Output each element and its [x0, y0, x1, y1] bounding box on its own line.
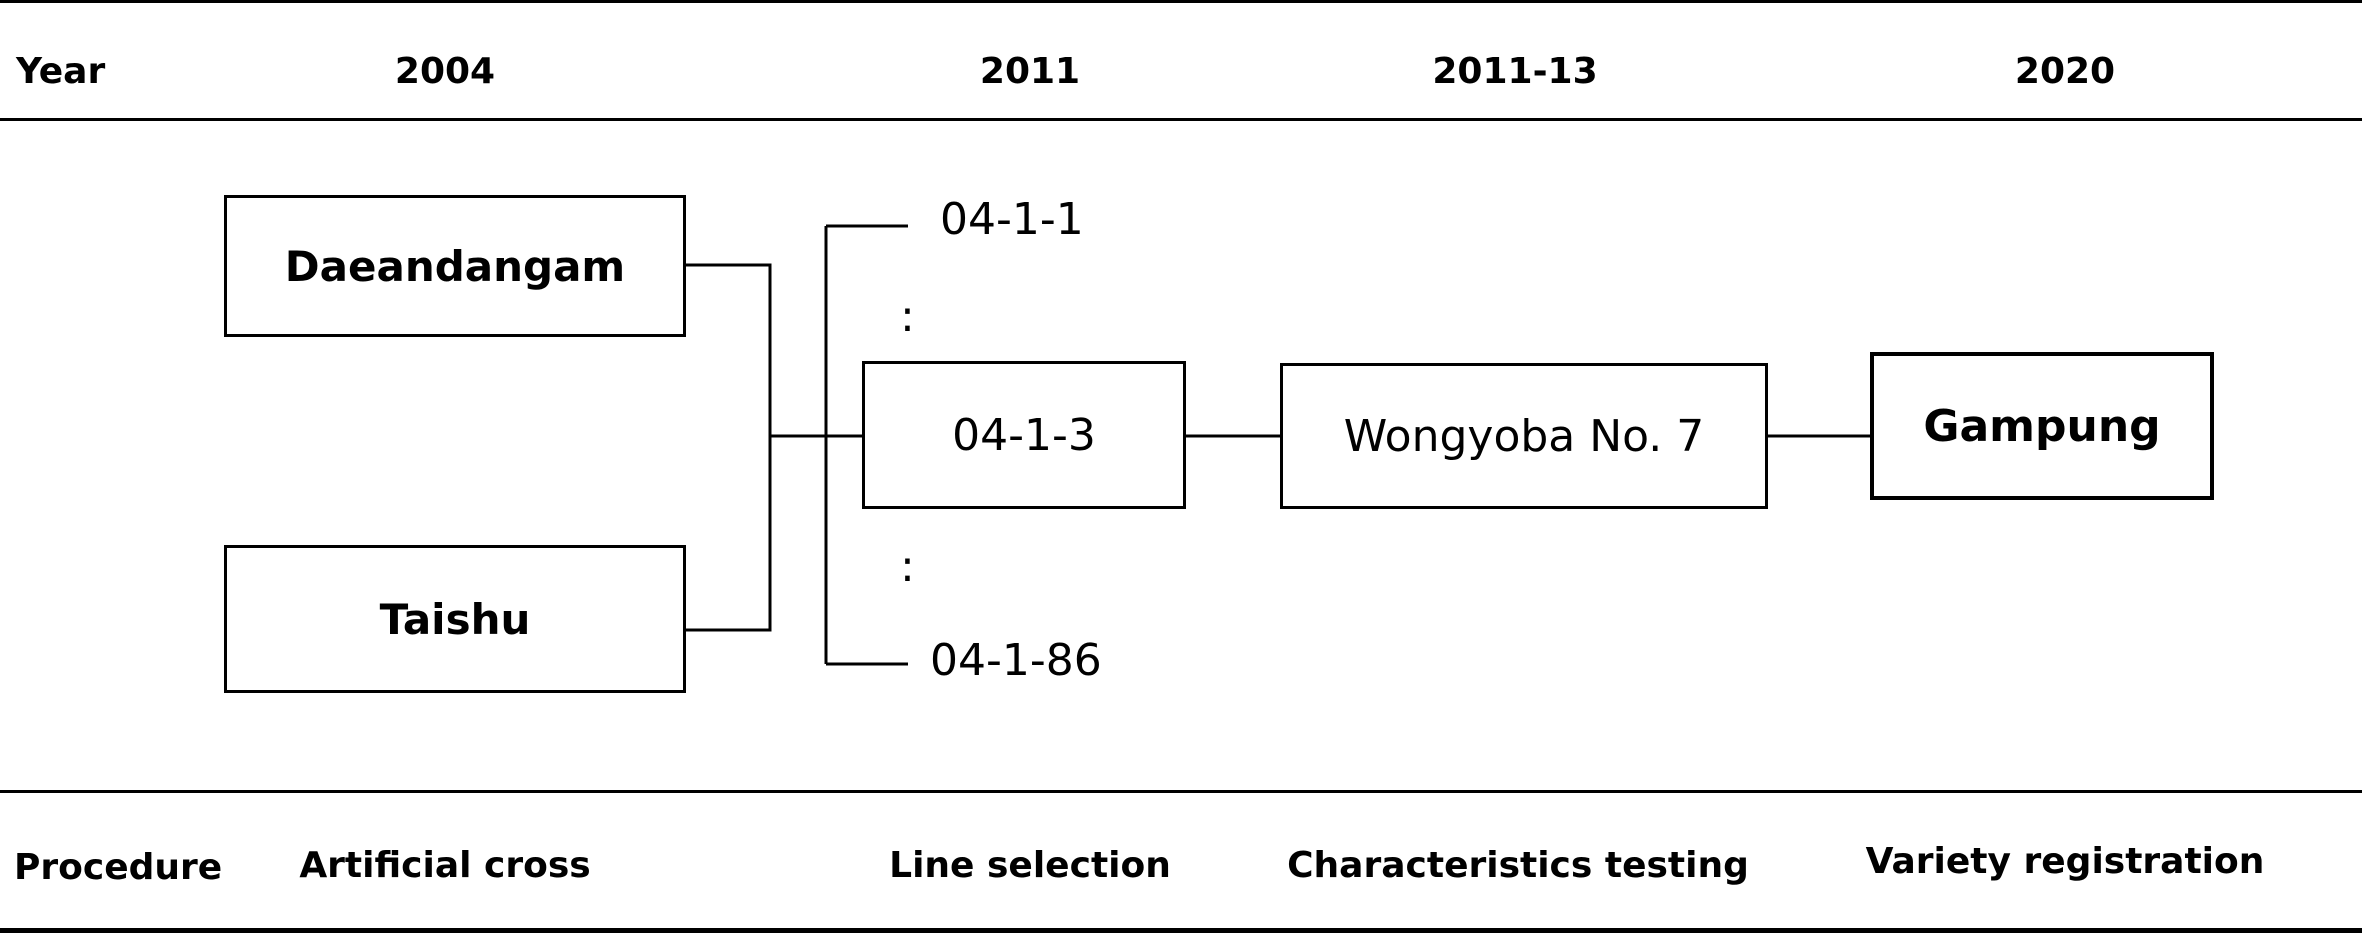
- line-04-1-86: 04-1-86: [930, 635, 1102, 686]
- year-row-label: Year: [16, 51, 106, 92]
- selected-line-label: 04-1-3: [952, 409, 1096, 461]
- year-2011-13: 2011-13: [1432, 51, 1598, 92]
- top-rule: [0, 0, 2362, 3]
- year-2004: 2004: [394, 51, 496, 92]
- variety-box-gampung: Gampung: [1870, 352, 2214, 500]
- variety-label-gampung: Gampung: [1923, 400, 2161, 452]
- procedure-line-selection: Line selection: [889, 845, 1171, 886]
- lines-bracket: [824, 224, 908, 666]
- procedure-characteristics-testing: Characteristics testing: [1287, 845, 1749, 886]
- ellipsis-upper: :: [900, 291, 915, 342]
- test-box-wongyoba: Wongyoba No. 7: [1280, 363, 1768, 509]
- line-04-1-1: 04-1-1: [940, 194, 1084, 245]
- procedure-variety-registration: Variety registration: [1865, 841, 2265, 882]
- procedure-artificial-cross: Artificial cross: [299, 845, 591, 886]
- year-2020: 2020: [2014, 51, 2116, 92]
- parent-label-daeandangam: Daeandangam: [284, 241, 626, 291]
- procedure-row-label: Procedure: [14, 847, 223, 888]
- test-label-wongyoba: Wongyoba No. 7: [1343, 410, 1705, 462]
- ellipsis-lower: :: [900, 541, 915, 592]
- year-2011: 2011: [979, 51, 1081, 92]
- father-connector: [686, 436, 772, 632]
- header-divider: [0, 118, 2362, 121]
- parent-label-taishu: Taishu: [379, 594, 531, 644]
- mother-connector: [686, 263, 772, 436]
- bottom-rule: [0, 928, 2362, 933]
- parent-box-taishu: Taishu: [224, 545, 686, 693]
- selected-line-box: 04-1-3: [862, 361, 1186, 509]
- parent-box-daeandangam: Daeandangam: [224, 195, 686, 337]
- footer-divider: [0, 790, 2362, 793]
